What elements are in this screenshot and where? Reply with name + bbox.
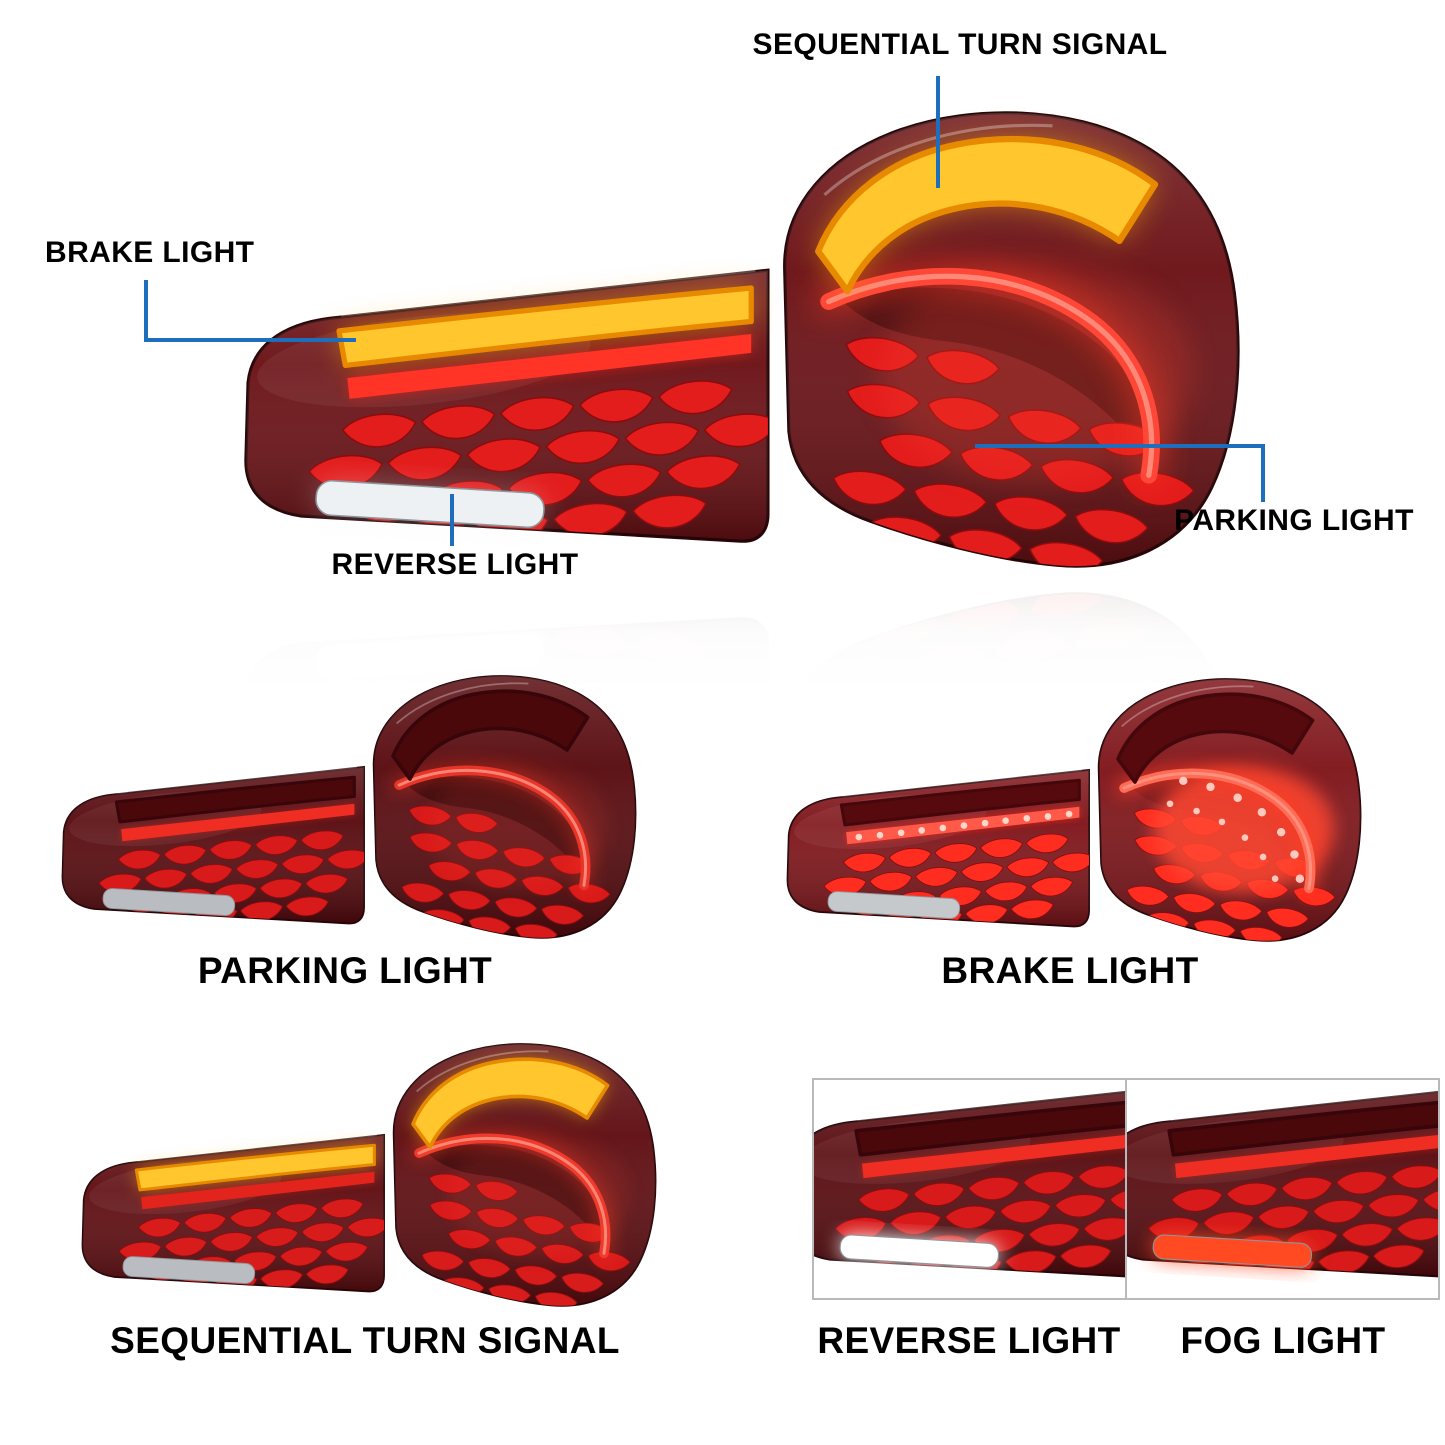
taillight-pair-artwork (814, 1088, 1125, 1278)
taillight-pair-artwork (786, 678, 1362, 942)
fog-light-image (1127, 1088, 1438, 1278)
brake-light-bar (347, 334, 752, 399)
callout-reverse-light: REVERSE LIGHT (331, 548, 579, 581)
reverse-fog-strip (315, 479, 545, 529)
brake-light-bar (141, 1171, 375, 1210)
turn-signal-strip (1167, 1100, 1438, 1157)
hero-taillight-image (244, 111, 1240, 568)
callout-line-parking-vertical (1261, 444, 1265, 502)
taillight-pair-artwork (1127, 1088, 1438, 1278)
panel-fog-light (1125, 1080, 1438, 1298)
caption-parking-light: PARKING LIGHT (197, 950, 493, 991)
parking-light-image (61, 675, 637, 939)
brake-light-bar (861, 1134, 1125, 1179)
right-lamp (1097, 678, 1362, 942)
turn-signal-image (81, 1043, 657, 1307)
callout-line-reverse (450, 494, 454, 546)
figure-parking-light (50, 660, 640, 947)
left-lamp (786, 768, 1090, 928)
callout-brake-light: BRAKE LIGHT (45, 236, 255, 269)
figure-sequential-turn-signal (70, 1028, 660, 1315)
reverse-fog-strip (122, 1256, 256, 1284)
brake-light-bar (1174, 1134, 1438, 1179)
hero-taillight-figure (225, 85, 1245, 582)
right-lamp (392, 1043, 657, 1307)
callout-line-brake-vertical (144, 280, 148, 342)
left-lamp (1127, 1088, 1438, 1278)
caption-brake-light: BRAKE LIGHT (941, 950, 1199, 991)
reverse-light-image (814, 1088, 1125, 1278)
left-lamp (81, 1133, 385, 1293)
reverse-fog-strip (1152, 1234, 1313, 1268)
taillight-pair-artwork (81, 1043, 657, 1307)
right-lamp (372, 675, 637, 939)
callout-line-parking-horizontal (975, 444, 1265, 448)
left-lamp (244, 268, 770, 543)
callout-sequential-turn-signal: SEQUENTIAL TURN SIGNAL (752, 28, 1168, 61)
left-lamp (814, 1088, 1125, 1278)
turn-signal-strip (134, 1143, 376, 1192)
turn-signal-strip (336, 285, 754, 369)
brake-light-image (786, 678, 1362, 942)
reverse-fog-strip (839, 1234, 1000, 1268)
taillight-pair-artwork (244, 111, 1240, 568)
turn-signal-strip (854, 1100, 1125, 1157)
callout-parking-light: PARKING LIGHT (1174, 504, 1414, 537)
caption-fog-light: FOG LIGHT (1180, 1320, 1386, 1361)
callout-line-sequential-turn-signal (936, 76, 940, 188)
panel-reverse-light (814, 1080, 1125, 1298)
taillight-pair-artwork (61, 675, 637, 939)
caption-reverse-light: REVERSE LIGHT (817, 1320, 1121, 1361)
reverse-fog-panel-box (812, 1078, 1440, 1300)
figure-brake-light (775, 663, 1365, 950)
caption-sequential-turn-signal: SEQUENTIAL TURN SIGNAL (110, 1320, 620, 1361)
turn-signal-crescent (815, 135, 1159, 295)
callout-line-brake-horizontal (144, 338, 356, 342)
left-lamp (61, 765, 365, 925)
right-lamp (783, 111, 1240, 568)
